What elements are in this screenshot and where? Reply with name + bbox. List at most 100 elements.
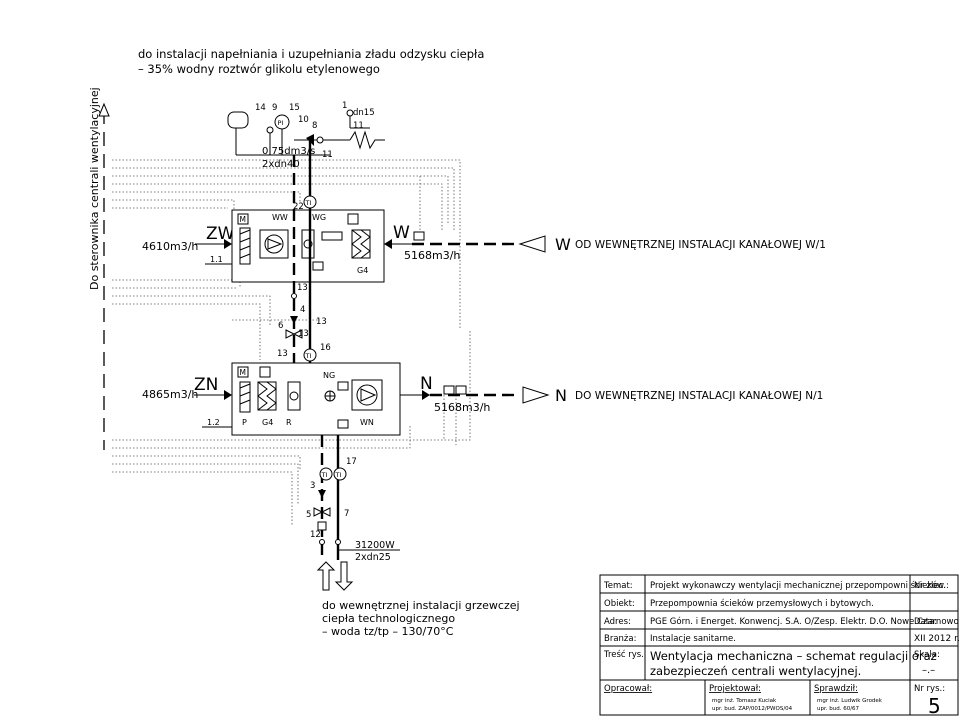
top-unit-left-label: ZW (206, 224, 235, 244)
bottom-unit-id: 1.2 (207, 418, 220, 427)
pressure-gauge-icon (274, 114, 290, 130)
heat-power-label: 31200W (355, 540, 395, 551)
top-section-wg: WG (312, 213, 326, 222)
top-fan-icon (259, 229, 289, 259)
control-valve-icon (313, 507, 324, 517)
skala-label: Skala: (914, 650, 940, 660)
bottom-recovery-coil-icon (287, 381, 301, 411)
heating-flow-up-arrow (316, 561, 336, 591)
obiekt-label: Obiekt: (604, 599, 635, 609)
label-11a: 11 (353, 121, 364, 131)
top-pressure-switch-icon (347, 213, 359, 225)
label-7: 7 (344, 509, 349, 519)
heating-water-loop: TI TI 17 3 5 7 12 31200W 2xdn25 do wewnę… (306, 435, 520, 638)
top-air-handling-unit: 4610m3/h ZW 1.1 M WW WG G4 W 5168m3/h (142, 209, 460, 283)
pipe-flow-label: 0,75dm3/s (262, 146, 315, 157)
top-damper-m: M (240, 215, 246, 224)
temp-indicator-top-icon (303, 195, 317, 209)
temp-indicator-supply-icon (333, 467, 347, 481)
top-section-g4: G4 (357, 266, 368, 275)
obiekt-value: Przepompownia ścieków przemysłowych i by… (650, 598, 874, 609)
bottom-duct-connection: N DO WEWNĘTRZNEJ INSTALACJI KANAŁOWEJ N/… (430, 386, 823, 405)
bottom-air-handling-unit: 4865m3/h ZN 1.2 M P G4 R NG WN N 5168m3/ (142, 362, 490, 436)
bottom-section-ng: NG (323, 371, 335, 380)
sprawdzil-label: Sprawdził: (814, 684, 858, 694)
bottom-unit-flow-in: 4865m3/h (142, 388, 198, 401)
data-label: Data: (914, 617, 937, 627)
heat-dn-label: 2xdn25 (355, 552, 391, 563)
bottom-section-r: R (286, 418, 292, 427)
label-12: 12 (310, 530, 321, 540)
svg-text:TI: TI (335, 471, 342, 479)
bottom-section-g4: G4 (262, 418, 273, 427)
temp-indicator-return-icon (319, 467, 333, 481)
nr-zlec-label: Nr zlec.: (914, 581, 949, 591)
glycol-pump-icon (290, 316, 298, 324)
bottom-section-wn: WN (360, 418, 374, 427)
temat-label: Temat: (603, 581, 633, 591)
heat-note-line-3: – woda tz/tp – 130/70°C (322, 625, 454, 638)
top-duct-letter: W (555, 235, 571, 254)
data-value: XII 2012 r. (914, 634, 960, 644)
top-duct-connection: W OD WEWNĘTRZNEJ INSTALACJI KANAŁOWEJ W/… (412, 235, 826, 254)
top-unit-id: 1.1 (210, 255, 223, 264)
heating-pump-icon (318, 490, 326, 498)
projektowal-name: mgr inż. Tomasz Kuciak (712, 698, 777, 704)
svg-text:TI: TI (305, 199, 312, 207)
label-13c: 13 (316, 317, 327, 327)
label-3: 3 (310, 481, 315, 491)
bottom-unit-right-label: N (420, 374, 433, 394)
bottom-section-p: P (242, 418, 247, 427)
sprawdzil-perm: upr. bud. 60/67 (817, 706, 860, 712)
projektowal-label: Projektował: (709, 684, 761, 694)
air-vent-icon (346, 109, 354, 117)
sprawdzil-name: mgr inż. Ludwik Grodek (817, 698, 883, 704)
title-block: Temat: Projekt wykonawczy wentylacji mec… (599, 574, 960, 717)
intro-line-2: – 35% wodny roztwór glikolu etylenowego (138, 62, 380, 76)
pressure-gauge-label: PI (278, 119, 284, 127)
tresc-label: Treść rys. (603, 649, 644, 660)
svg-text:TI: TI (321, 471, 328, 479)
expansion-vessel-icon (227, 111, 249, 129)
heat-note-line-1: do wewnętrznej instalacji grzewczej (322, 599, 520, 612)
tresc-line-1: Wentylacja mechaniczna – schemat regulac… (650, 649, 937, 663)
temp-indicator-mid-icon (303, 348, 317, 362)
glycol-loop: PI 14 9 15 10 8 1 dn15 11 11 0,75dm3/s 2… (227, 101, 385, 375)
branza-label: Branża: (604, 634, 636, 644)
label-13d: 13 (277, 349, 288, 359)
bottom-duct-text: DO WEWNĘTRZNEJ INSTALACJI KANAŁOWEJ N/1 (575, 390, 823, 402)
heating-flow-down-arrow (334, 561, 354, 591)
label-22: 22 (293, 202, 304, 212)
label-9: 9 (272, 103, 277, 113)
bottom-damper-icon (239, 381, 251, 413)
adres-value: PGE Górn. i Energet. Konwencj. S.A. O/Ze… (650, 616, 960, 627)
branza-value: Instalacje sanitarne. (650, 634, 736, 644)
tresc-line-2: zabezpieczeń centrali wentylacyjnej. (650, 664, 861, 678)
label-11b: 11 (322, 150, 333, 160)
nr-rys-label: Nr rys.: (914, 684, 945, 694)
label-14: 14 (255, 103, 266, 113)
label-dn15: dn15 (353, 108, 375, 118)
bottom-unit-flow-out: 5168m3/h (434, 401, 490, 414)
bottom-damper-m: M (240, 368, 246, 377)
top-duct-text: OD WEWNĘTRZNEJ INSTALACJI KANAŁOWEJ W/1 (575, 239, 826, 251)
controller-side-label: Do sterownika centrali wentylacyjnej (88, 87, 110, 450)
svg-text:TI: TI (305, 352, 312, 360)
top-section-ww: WW (272, 213, 288, 222)
three-way-valve-icon (285, 329, 296, 339)
label-16: 16 (320, 343, 331, 353)
temat-value: Projekt wykonawczy wentylacji mechaniczn… (650, 580, 946, 591)
nr-rys-value: 5 (928, 694, 941, 717)
label-13b: 13 (298, 329, 309, 339)
skala-value: –.– (922, 665, 935, 676)
pipe-dn-label: 2xdn40 (262, 159, 300, 170)
opracowal-label: Opracował: (604, 684, 652, 694)
adres-label: Adres: (604, 617, 631, 627)
top-unit-flow-in: 4610m3/h (142, 240, 198, 253)
label-6: 6 (278, 321, 283, 331)
label-1: 1 (342, 101, 347, 111)
bottom-duct-letter: N (555, 386, 567, 405)
label-10: 10 (298, 115, 309, 125)
intro-line-1: do instalacji napełniania i uzupełniania… (138, 47, 484, 61)
bottom-pressure-switch-icon (259, 366, 271, 378)
